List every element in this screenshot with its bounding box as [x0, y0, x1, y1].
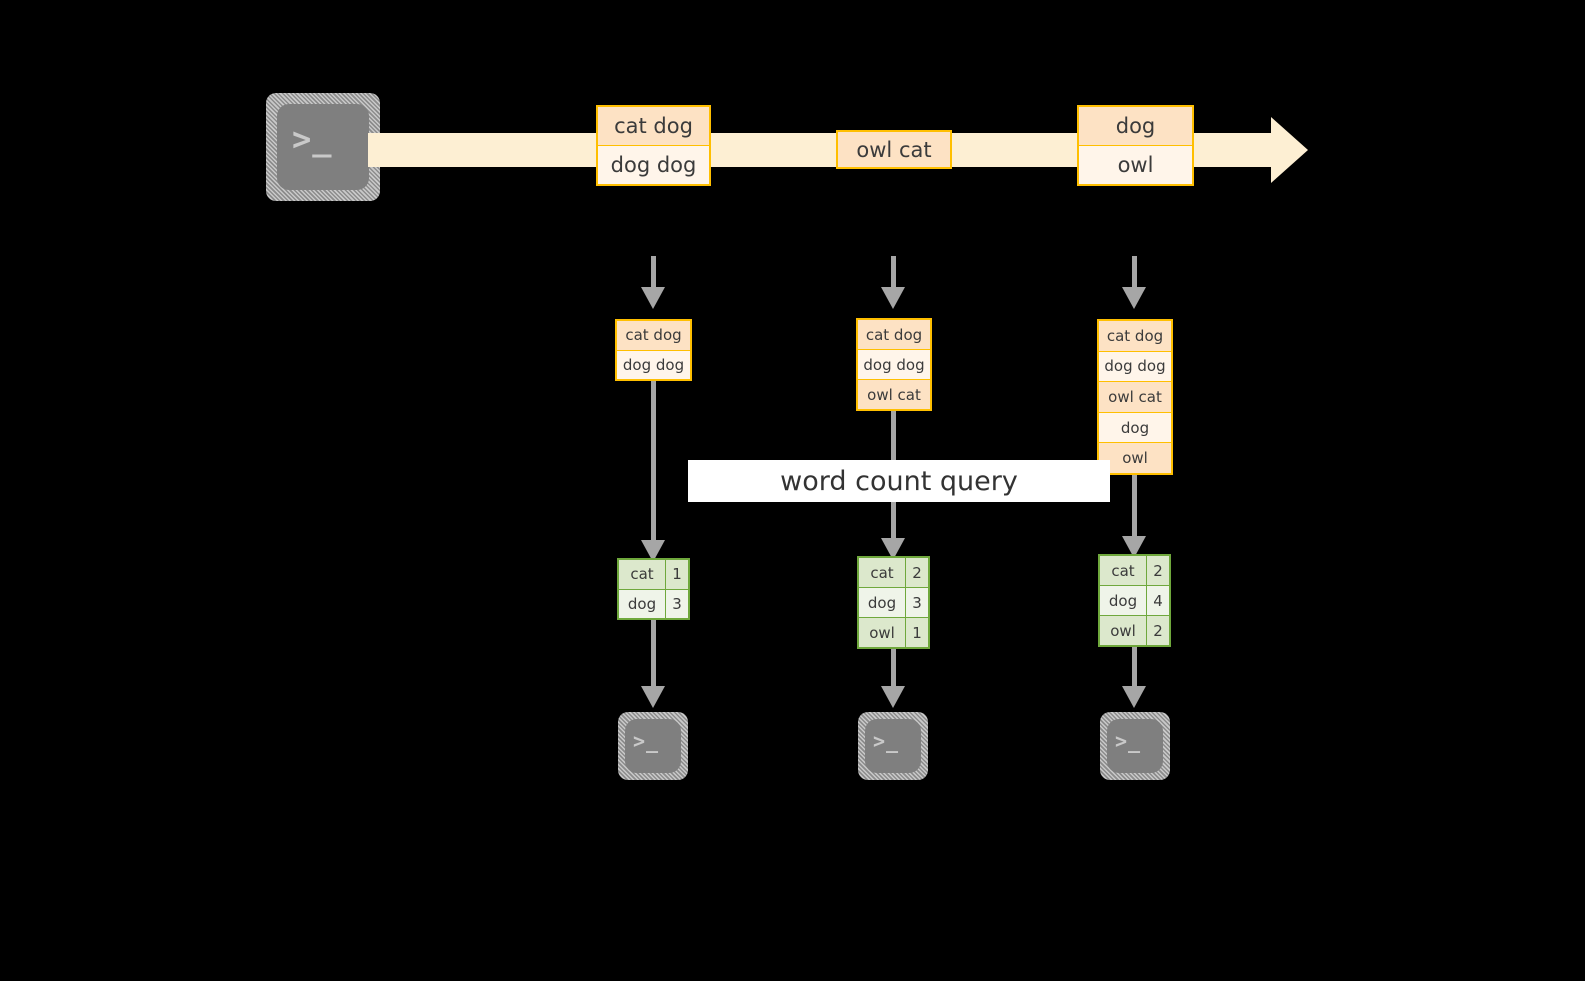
stream-record-row: owl cat: [838, 132, 950, 167]
table-row: owl 1: [859, 618, 928, 647]
stream-record-group-2: owl cat: [836, 130, 952, 169]
snapshot-3-query-line: [1132, 475, 1137, 543]
snapshot-3-feed-line: [1132, 256, 1137, 288]
snapshot-2-feed-arrowhead-icon: [881, 287, 905, 309]
stream-record-row: dog: [1079, 107, 1192, 146]
snapshot-3-sink-line: [1132, 647, 1137, 692]
terminal-prompt-glyph: >_: [292, 120, 333, 158]
table-row: dog 4: [1100, 586, 1169, 616]
query-label: word count query: [688, 460, 1110, 502]
snapshot-3-input-row: dog: [1099, 412, 1171, 444]
snapshot-3-input-row: owl cat: [1099, 382, 1171, 413]
snapshot-3-result-table: cat 2 dog 4 owl 2: [1098, 554, 1171, 647]
table-row: owl 2: [1100, 616, 1169, 645]
result-word-cell: owl: [859, 618, 906, 647]
terminal-prompt-glyph: >_: [633, 729, 660, 753]
snapshot-3-input-box: cat dog dog dog owl cat dog owl: [1097, 319, 1173, 475]
source-terminal-icon: >_: [266, 93, 380, 201]
snapshot-2-result-table: cat 2 dog 3 owl 1: [857, 556, 930, 649]
result-count-cell: 3: [666, 589, 688, 618]
snapshot-3-query-arrowhead-icon: [1122, 536, 1146, 558]
result-count-cell: 2: [1147, 556, 1169, 585]
table-row: cat 2: [1100, 556, 1169, 586]
snapshot-1-input-row: cat dog: [617, 321, 690, 351]
snapshot-2-input-box: cat dog dog dog owl cat: [856, 318, 932, 411]
snapshot-3-input-row: cat dog: [1099, 321, 1171, 352]
terminal-body: [277, 104, 369, 190]
result-count-cell: 3: [906, 588, 928, 617]
result-word-cell: cat: [859, 558, 906, 587]
snapshot-2-sink-arrowhead-icon: [881, 686, 905, 708]
snapshot-3-sink-arrowhead-icon: [1122, 686, 1146, 708]
snapshot-2-sink-line: [891, 649, 896, 692]
snapshot-1-query-arrowhead-icon: [641, 540, 665, 562]
snapshot-1-query-line: [651, 381, 656, 546]
snapshot-1-input-box: cat dog dog dog: [615, 319, 692, 381]
snapshot-1-sink-terminal-icon: >_: [618, 712, 688, 780]
snapshot-1-input-row: dog dog: [617, 350, 690, 379]
snapshot-2-feed-line: [891, 256, 896, 288]
stream-record-group-1: cat dog dog dog: [596, 105, 711, 186]
result-word-cell: dog: [859, 588, 906, 617]
result-word-cell: dog: [619, 589, 666, 618]
result-count-cell: 2: [1147, 616, 1169, 645]
table-row: cat 1: [619, 560, 688, 590]
result-word-cell: owl: [1100, 616, 1147, 645]
snapshot-3-input-row: owl: [1099, 443, 1171, 473]
result-word-cell: cat: [1100, 556, 1147, 585]
snapshot-2-sink-terminal-icon: >_: [858, 712, 928, 780]
stream-record-row: owl: [1079, 146, 1192, 184]
terminal-prompt-glyph: >_: [1115, 729, 1142, 753]
snapshot-1-sink-arrowhead-icon: [641, 686, 665, 708]
snapshot-3-input-row: dog dog: [1099, 351, 1171, 383]
result-count-cell: 1: [906, 618, 928, 647]
terminal-prompt-glyph: >_: [873, 729, 900, 753]
terminal-body: [865, 719, 921, 773]
stream-arrowhead-icon: [1271, 117, 1308, 183]
result-count-cell: 4: [1147, 586, 1169, 615]
stream-record-row: dog dog: [598, 146, 709, 184]
result-word-cell: cat: [619, 560, 666, 589]
snapshot-2-input-row: owl cat: [858, 380, 930, 409]
snapshot-2-query-arrowhead-icon: [881, 538, 905, 560]
stream-record-group-3: dog owl: [1077, 105, 1194, 186]
snapshot-1-result-table: cat 1 dog 3: [617, 558, 690, 620]
snapshot-1-feed-line: [651, 256, 656, 288]
snapshot-3-sink-terminal-icon: >_: [1100, 712, 1170, 780]
terminal-body: [1107, 719, 1163, 773]
table-row: dog 3: [859, 588, 928, 618]
result-word-cell: dog: [1100, 586, 1147, 615]
stream-record-row: cat dog: [598, 107, 709, 146]
snapshot-2-input-row: cat dog: [858, 320, 930, 350]
snapshot-3-feed-arrowhead-icon: [1122, 287, 1146, 309]
terminal-body: [625, 719, 681, 773]
table-row: dog 3: [619, 589, 688, 618]
snapshot-1-feed-arrowhead-icon: [641, 287, 665, 309]
result-count-cell: 2: [906, 558, 928, 587]
snapshot-2-input-row: dog dog: [858, 350, 930, 380]
result-count-cell: 1: [666, 560, 688, 589]
snapshot-1-sink-line: [651, 620, 656, 692]
table-row: cat 2: [859, 558, 928, 588]
